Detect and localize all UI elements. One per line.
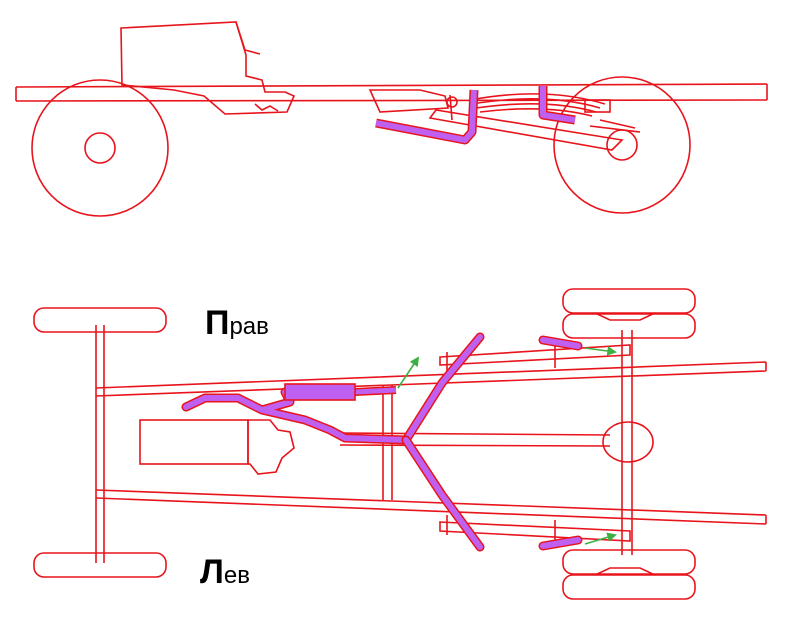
- rear-wheel-left-outer: [562, 549, 696, 575]
- differential: [602, 421, 654, 463]
- side-view: [15, 21, 768, 217]
- cab-outline: [120, 21, 296, 115]
- side-exhaust: [375, 86, 576, 145]
- muffler: [284, 383, 356, 401]
- driveshaft: [339, 432, 611, 447]
- label-right-initial: П: [205, 304, 230, 342]
- label-left-rest: ев: [223, 562, 250, 589]
- rear-hub: [606, 129, 638, 161]
- trailing-arm: [428, 109, 624, 151]
- top-exhaust: [181, 332, 583, 552]
- rear-wheel: [553, 76, 691, 214]
- label-left-initial: Л: [200, 553, 224, 591]
- label-left-side: Лев: [200, 555, 250, 589]
- frame-rail-bottom: [15, 99, 768, 102]
- frame-rail-left: [95, 489, 767, 525]
- rear-wheel-right-outer: [562, 288, 696, 314]
- front-wheel: [31, 79, 169, 217]
- green-arrow-icon: [584, 346, 617, 356]
- label-right-side: Прав: [205, 306, 269, 340]
- rear-spring-right: [439, 344, 631, 366]
- engine: [139, 419, 249, 465]
- label-right-rest: рав: [229, 313, 269, 340]
- cab-window: [235, 21, 261, 55]
- rear-spring-left: [439, 521, 631, 542]
- frame-rail-right: [95, 361, 767, 397]
- green-arrow-icon: [584, 532, 617, 545]
- top-view: [33, 288, 767, 600]
- rear-axle: [621, 330, 633, 555]
- flow-arrows: [397, 346, 617, 545]
- front-hub: [84, 132, 116, 164]
- rear-wheel-left-inner: [562, 574, 696, 600]
- gearbox-top: [247, 419, 295, 475]
- rear-wheel-right-inner: [562, 313, 696, 339]
- front-wheel-right: [33, 307, 167, 333]
- green-arrow-icon: [397, 356, 420, 389]
- front-wheel-left: [33, 552, 167, 578]
- frame-rail-top: [15, 83, 768, 88]
